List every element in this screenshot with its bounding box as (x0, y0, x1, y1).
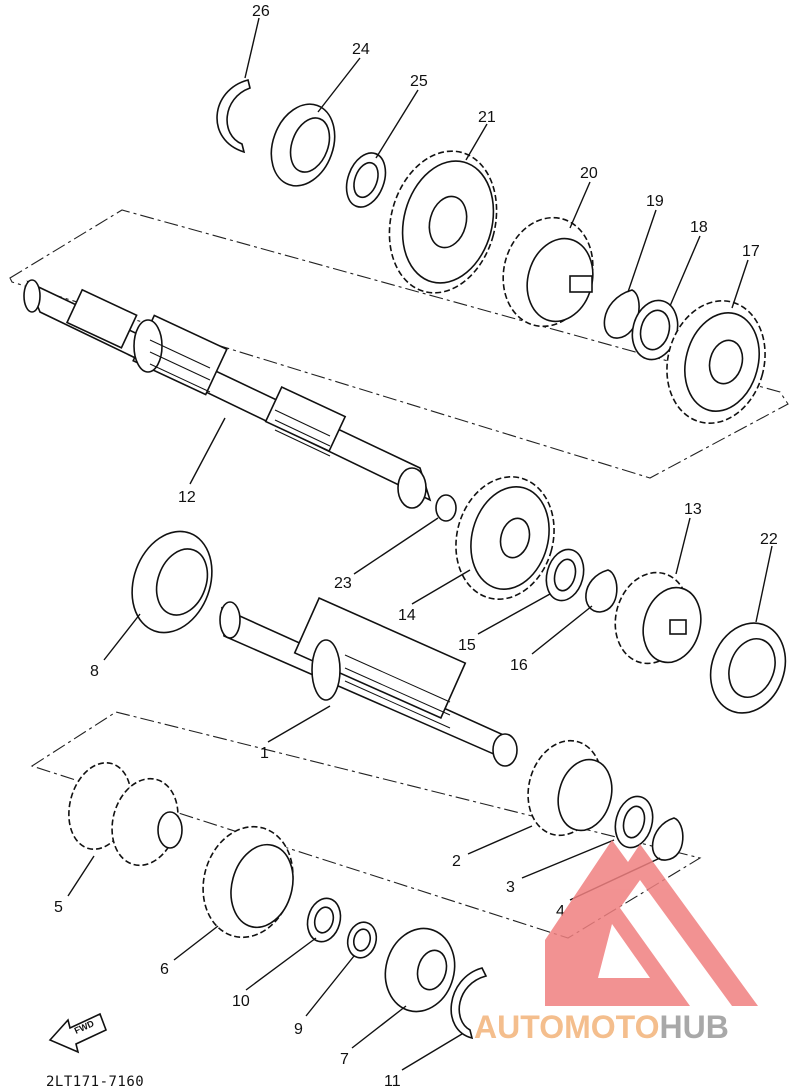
leader-lines (67, 17, 773, 1071)
callout-22: 22 (760, 531, 778, 548)
callout-5: 5 (54, 899, 63, 916)
part-18-washer (631, 299, 679, 361)
part-26-circlip (216, 79, 251, 154)
part-10-washer (306, 897, 342, 943)
callout-20: 20 (580, 165, 598, 182)
callout-11: 11 (384, 1073, 401, 1090)
watermark-logo: AUTOMOTOHUB (474, 840, 758, 1045)
callout-3: 3 (506, 879, 515, 896)
diagram-code: 2LT171-7160 (46, 1074, 144, 1090)
callout-4: 4 (556, 903, 565, 920)
callout-7: 7 (340, 1051, 349, 1068)
part-24-bearing (270, 103, 336, 187)
part-25-washer (345, 152, 387, 208)
part-6-gear (202, 825, 294, 939)
part-5-gear (68, 761, 183, 867)
part-22-bearing (709, 622, 787, 714)
part-16-circlip (585, 569, 618, 613)
part-14-gear (455, 476, 555, 600)
part-11-circlip (450, 967, 488, 1040)
callout-12: 12 (178, 489, 196, 506)
part-20-gear (502, 216, 594, 328)
callout-15: 15 (458, 637, 476, 654)
part-9-collar (346, 921, 378, 959)
part-21-gear (388, 150, 498, 294)
part-4-circlip (651, 817, 684, 861)
callout-21: 21 (478, 109, 496, 126)
callout-10: 10 (232, 993, 250, 1010)
part-23-collar (435, 494, 457, 522)
callout-labels: 26 24 25 21 20 19 18 17 12 23 14 15 16 1… (54, 3, 778, 1090)
main-axle-12 (23, 279, 432, 509)
callout-24: 24 (352, 41, 370, 58)
part-19-circlip (603, 289, 640, 339)
callout-2: 2 (452, 853, 461, 870)
callout-6: 6 (160, 961, 169, 978)
part-8-bearing (131, 530, 213, 634)
part-13-gear (614, 571, 702, 665)
callout-26: 26 (252, 3, 270, 20)
callout-1: 1 (260, 745, 269, 762)
part-7-bearing (384, 927, 456, 1013)
part-3-washer (614, 795, 654, 849)
callout-23: 23 (334, 575, 352, 592)
part-17-gear (666, 300, 766, 424)
watermark-text: AUTOMOTOHUB (474, 1009, 729, 1045)
callout-25: 25 (410, 73, 428, 90)
callout-8: 8 (90, 663, 99, 680)
part-2-gear (527, 739, 613, 837)
part-15-washer (545, 548, 585, 602)
lower-group-outline (30, 711, 702, 939)
callout-16: 16 (510, 657, 528, 674)
fwd-arrow-icon: FWD (48, 1012, 108, 1054)
upper-group-outline (9, 209, 789, 479)
callout-17: 17 (742, 243, 760, 260)
callout-19: 19 (646, 193, 664, 210)
callout-18: 18 (690, 219, 708, 236)
callout-13: 13 (684, 501, 702, 518)
callout-9: 9 (294, 1021, 303, 1038)
callout-14: 14 (398, 607, 416, 624)
main-axle-1 (219, 596, 518, 767)
